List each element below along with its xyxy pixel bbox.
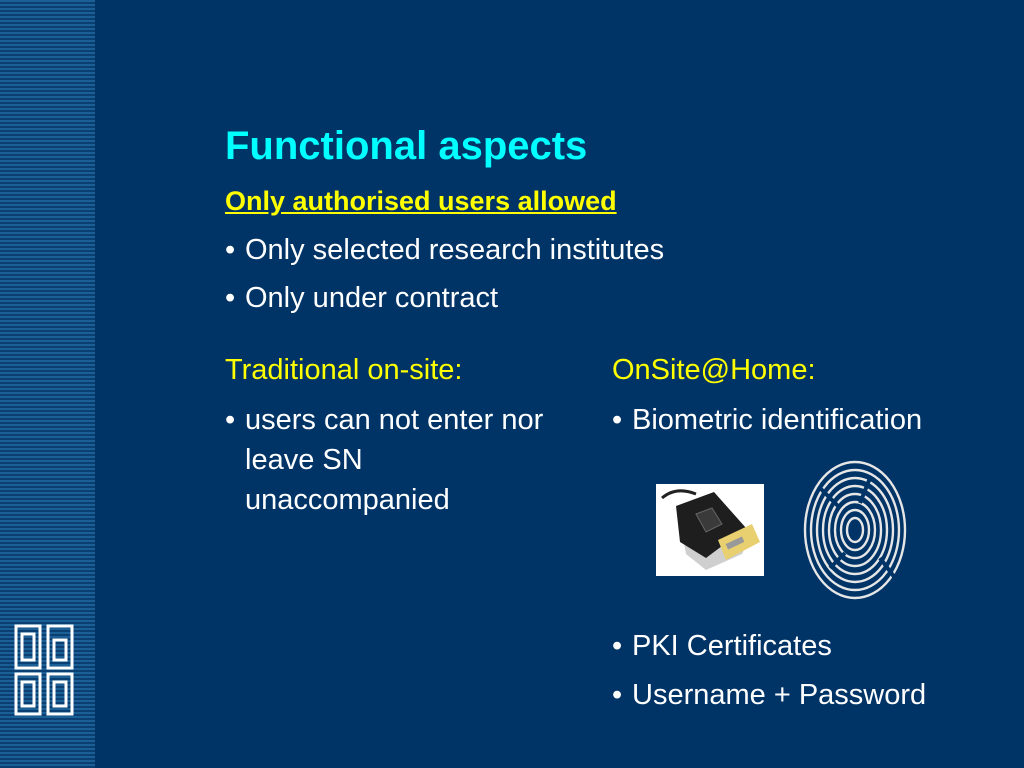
left-column-bullet: • users can not enter nor leave SN unacc… (225, 400, 555, 520)
bullet-text: Username + Password (632, 679, 927, 711)
right-column-bullet: • PKI Certificates (612, 626, 832, 666)
slide-subtitle: Only authorised users allowed (225, 186, 617, 216)
bullet-item: • Only under contract (225, 278, 498, 318)
fingerprint-reader-icon (656, 484, 764, 576)
left-column-heading: Traditional on-site: (225, 354, 463, 386)
right-column-bullet: • Biometric identification (612, 400, 922, 440)
right-column-heading: OnSite@Home: (612, 354, 816, 386)
right-column-bullet: • Username + Password (612, 675, 926, 715)
bullet-symbol: • (612, 679, 623, 711)
bullet-symbol: • (225, 282, 236, 314)
bullet-text: users can not enter nor leave SN unaccom… (245, 404, 544, 516)
slide-title: Functional aspects (225, 124, 588, 168)
bullet-symbol: • (612, 630, 623, 662)
bullet-symbol: • (225, 404, 236, 436)
fingerprint-reader-image (656, 484, 764, 576)
bullet-text: Only under contract (245, 282, 499, 314)
bullet-symbol: • (612, 404, 623, 436)
fingerprint-icon (803, 460, 907, 600)
bullet-item: • Only selected research institutes (225, 230, 664, 270)
bullet-text: Biometric identification (632, 404, 923, 436)
cbs-logo-icon (14, 624, 74, 716)
bullet-text: Only selected research institutes (245, 234, 665, 266)
bullet-text: PKI Certificates (632, 630, 832, 662)
bullet-symbol: • (225, 234, 236, 266)
